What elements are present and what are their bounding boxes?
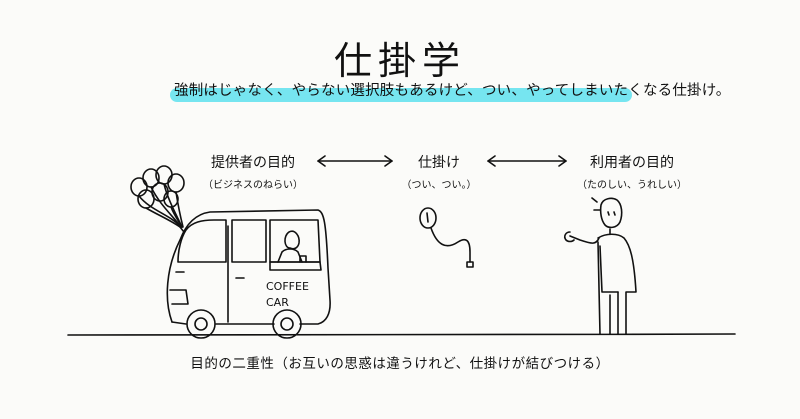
car-sign-line1: COFFEE bbox=[266, 280, 309, 293]
ground-line bbox=[67, 333, 736, 336]
mechanism-note: （つい、つい。） bbox=[401, 180, 477, 191]
subtitle-highlight bbox=[170, 88, 632, 102]
diagram-subtitle: 強制はじゃなく、やらない選択肢もあるけど、つい、やってしまいたくなる仕掛け。 bbox=[174, 83, 731, 99]
balloons-icon bbox=[130, 165, 185, 228]
car-sign-line2: CAR bbox=[266, 296, 289, 309]
arrow-provider-mechanism bbox=[317, 155, 393, 167]
mechanism-icon bbox=[419, 207, 474, 268]
mechanism-label: 仕掛け bbox=[418, 155, 460, 171]
diagram-title: 仕掛学 bbox=[333, 39, 466, 83]
user-purpose-label: 利用者の目的 bbox=[590, 155, 674, 171]
user-person-illustration bbox=[563, 197, 637, 335]
coffee-car-illustration bbox=[166, 209, 331, 339]
user-purpose-note: （たのしい、うれしい） bbox=[577, 180, 687, 191]
diagram-caption: 目的の二重性（お互いの思惑は違うけれど、仕掛けが結びつける） bbox=[190, 356, 610, 372]
balloon-strings bbox=[179, 226, 185, 233]
provider-purpose-label: 提供者の目的 bbox=[211, 155, 295, 171]
provider-purpose-note: （ビジネスのねらい） bbox=[203, 180, 303, 191]
arrow-mechanism-user bbox=[487, 155, 567, 167]
